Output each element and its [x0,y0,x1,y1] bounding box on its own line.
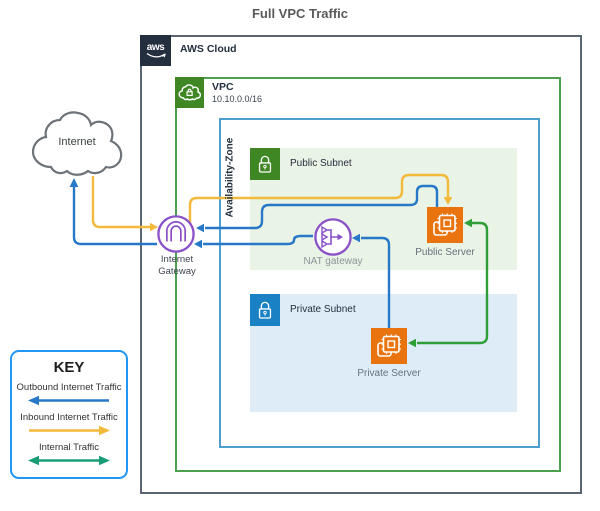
key-item-outbound-label: Outbound Internet Traffic [16,382,122,393]
public-subnet-label: Public Subnet [290,158,352,169]
nat-gateway-icon [313,217,353,262]
internet-gateway-icon [156,214,196,259]
aws-logo-text: aws [146,41,165,53]
availability-zone-label: Availability-Zone [224,137,236,218]
private-subnet-lock-icon [250,294,280,326]
key-item-outbound: Outbound Internet Traffic [16,382,122,406]
internet-label: Internet [58,136,96,148]
key-item-internal-label: Internal Traffic [38,442,100,453]
availability-zone-container [219,118,540,448]
internet-gateway-label: Internet Gateway [158,254,196,277]
internal-arrow-icon [28,455,110,466]
nat-gateway-label: NAT gateway [303,256,363,267]
inbound-arrow-icon [29,425,110,436]
outbound-arrowhead-internet [69,178,79,187]
vpc-cidr: 10.10.0.0/16 [212,94,263,104]
private-subnet-label: Private Subnet [290,304,356,315]
key-title: KEY [53,359,85,376]
key-item-inbound-label: Inbound Internet Traffic [20,412,118,423]
public-server-icon [427,207,463,243]
public-server-label: Public Server [415,247,475,258]
outbound-arrow-icon [27,395,109,406]
vpc-container [175,77,561,472]
private-server-icon [371,328,407,364]
diagram-title: Full VPC Traffic [251,6,349,21]
vpc-icon [175,77,204,108]
aws-cloud-container [140,35,582,494]
key-item-internal: Internal Traffic [27,442,111,466]
key-legend: KEY Outbound Internet Traffic Inbound In… [10,350,128,479]
private-server-label: Private Server [357,368,421,379]
public-subnet-lock-icon [250,148,280,180]
aws-cloud-label: AWS Cloud [180,43,237,55]
vpc-label: VPC [212,81,234,93]
key-item-inbound: Inbound Internet Traffic [20,412,118,436]
aws-smile-icon [146,52,166,58]
aws-logo: aws [140,35,171,66]
